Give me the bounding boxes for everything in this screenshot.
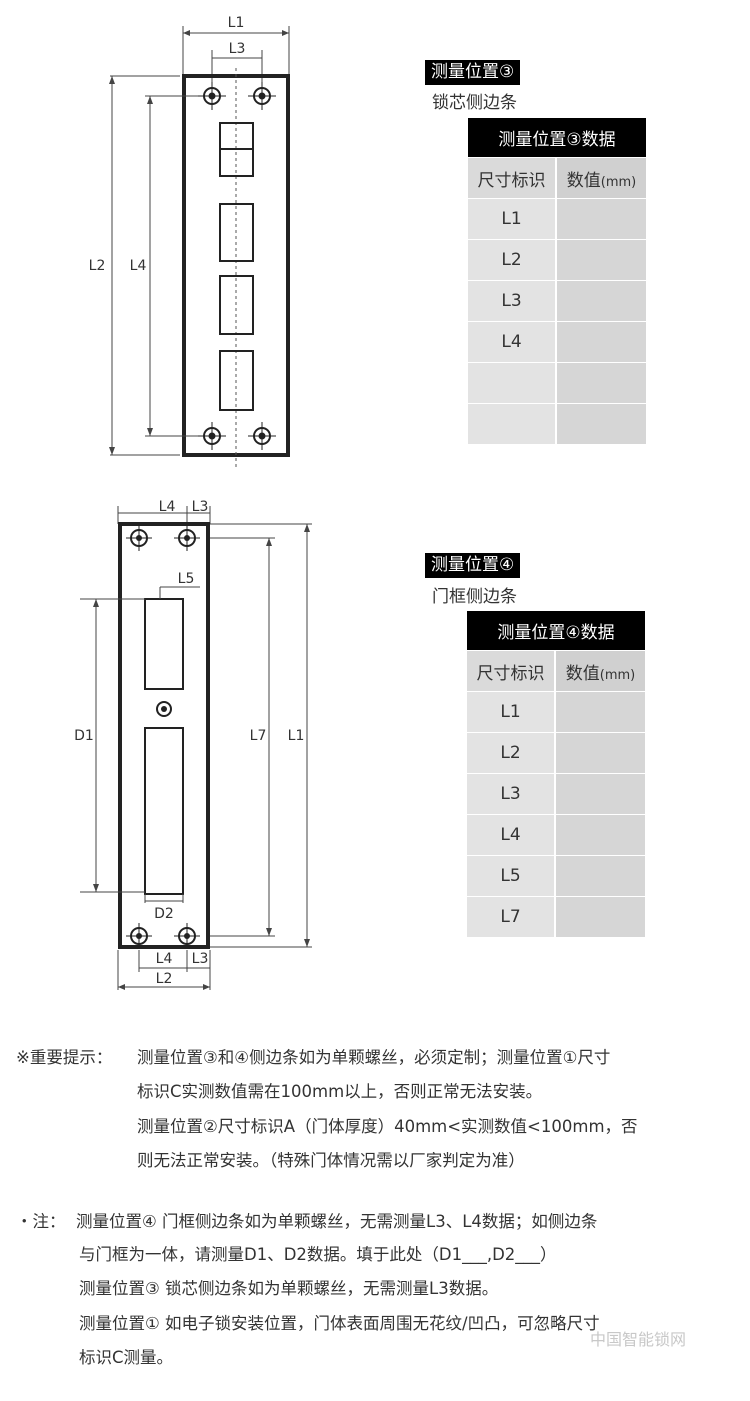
dim-label: D1 [74, 728, 94, 744]
important-line: 标识C实测数值需在100mm以上，否则正常无法安装。 [137, 1082, 543, 1101]
value-cell[interactable] [556, 362, 646, 404]
table-row: L1 [468, 198, 646, 240]
value-cell[interactable] [556, 280, 646, 322]
note-line: 与门框为一体，请测量D1、D2数据。填于此处（D1___,D2___） [79, 1245, 557, 1264]
value-cell[interactable] [555, 732, 645, 774]
important-line: 则无法正常安装。（特殊门体情况需以厂家判定为准） [137, 1151, 525, 1170]
section3-subtitle: 锁芯侧边条 [432, 93, 517, 113]
value-cell[interactable] [556, 198, 646, 240]
dim-label: L3 [192, 499, 209, 515]
value-cell[interactable] [556, 403, 646, 445]
col-header-label: 尺寸标识 [468, 157, 557, 199]
value-cell[interactable] [555, 691, 645, 733]
dim-label: L4 [130, 258, 147, 274]
section3-table: 测量位置③数据 尺寸标识 数值(mm) L1 L2 L3 L4 [468, 118, 646, 445]
table-title: 测量位置④数据 [467, 611, 645, 651]
table-row: L4 [467, 814, 645, 856]
table-row: L7 [467, 896, 645, 938]
value-cell[interactable] [555, 896, 645, 938]
note-line: 测量位置④ 门框侧边条如为单颗螺丝，无需测量L3、L4数据；如侧边条 [76, 1212, 598, 1231]
note-prefix: ・注： [16, 1212, 66, 1231]
dim-label: L2 [156, 971, 173, 987]
table-row: L3 [468, 280, 646, 322]
note-line: 测量位置① 如电子锁安装位置，门体表面周围无花纹/凹凸，可忽略尺寸 [79, 1314, 600, 1333]
table-row [468, 362, 646, 404]
value-cell[interactable] [556, 239, 646, 281]
dim-label: L1 [288, 728, 305, 744]
table-row: L2 [467, 732, 645, 774]
note-line: 测量位置③ 锁芯侧边条如为单颗螺丝，无需测量L3数据。 [79, 1279, 499, 1298]
important-line: 测量位置③和④侧边条如为单颗螺丝，必须定制；测量位置①尺寸 [137, 1048, 611, 1067]
table-row: L1 [467, 691, 645, 733]
dim-label: L3 [192, 951, 209, 967]
value-cell[interactable] [555, 855, 645, 897]
dim-label: L7 [250, 728, 267, 744]
dim-label: L2 [89, 258, 106, 274]
section4-table: 测量位置④数据 尺寸标识 数值(mm) L1 L2 L3 L4 L5 L7 [467, 611, 645, 938]
section3-badge: 测量位置③ [425, 60, 521, 85]
col-header-value: 数值(mm) [555, 650, 645, 692]
important-line: 测量位置②尺寸标识A（门体厚度）40mm<实测数值<100mm，否 [137, 1117, 638, 1136]
dim-label: L5 [178, 571, 195, 587]
table-row: L3 [467, 773, 645, 815]
col-header-value: 数值(mm) [556, 157, 646, 199]
table-row: L5 [467, 855, 645, 897]
table-row: L2 [468, 239, 646, 281]
watermark-logo: 中国智能锁网 [590, 1330, 687, 1349]
dim-label: L3 [229, 41, 246, 57]
dim-label: L4 [159, 499, 176, 515]
table-row [468, 403, 646, 445]
important-prefix: ※重要提示： [16, 1048, 113, 1067]
value-cell[interactable] [556, 321, 646, 363]
col-header-label: 尺寸标识 [467, 650, 556, 692]
note-line: 标识C测量。 [79, 1348, 174, 1367]
value-cell[interactable] [555, 773, 645, 815]
table-title: 测量位置③数据 [468, 118, 646, 158]
dim-label: D2 [154, 906, 174, 922]
section4-badge: 测量位置④ [425, 553, 521, 578]
dim-label: L1 [228, 15, 245, 31]
value-cell[interactable] [555, 814, 645, 856]
section4-subtitle: 门框侧边条 [432, 587, 517, 607]
table-row: L4 [468, 321, 646, 363]
dim-label: L4 [156, 951, 173, 967]
